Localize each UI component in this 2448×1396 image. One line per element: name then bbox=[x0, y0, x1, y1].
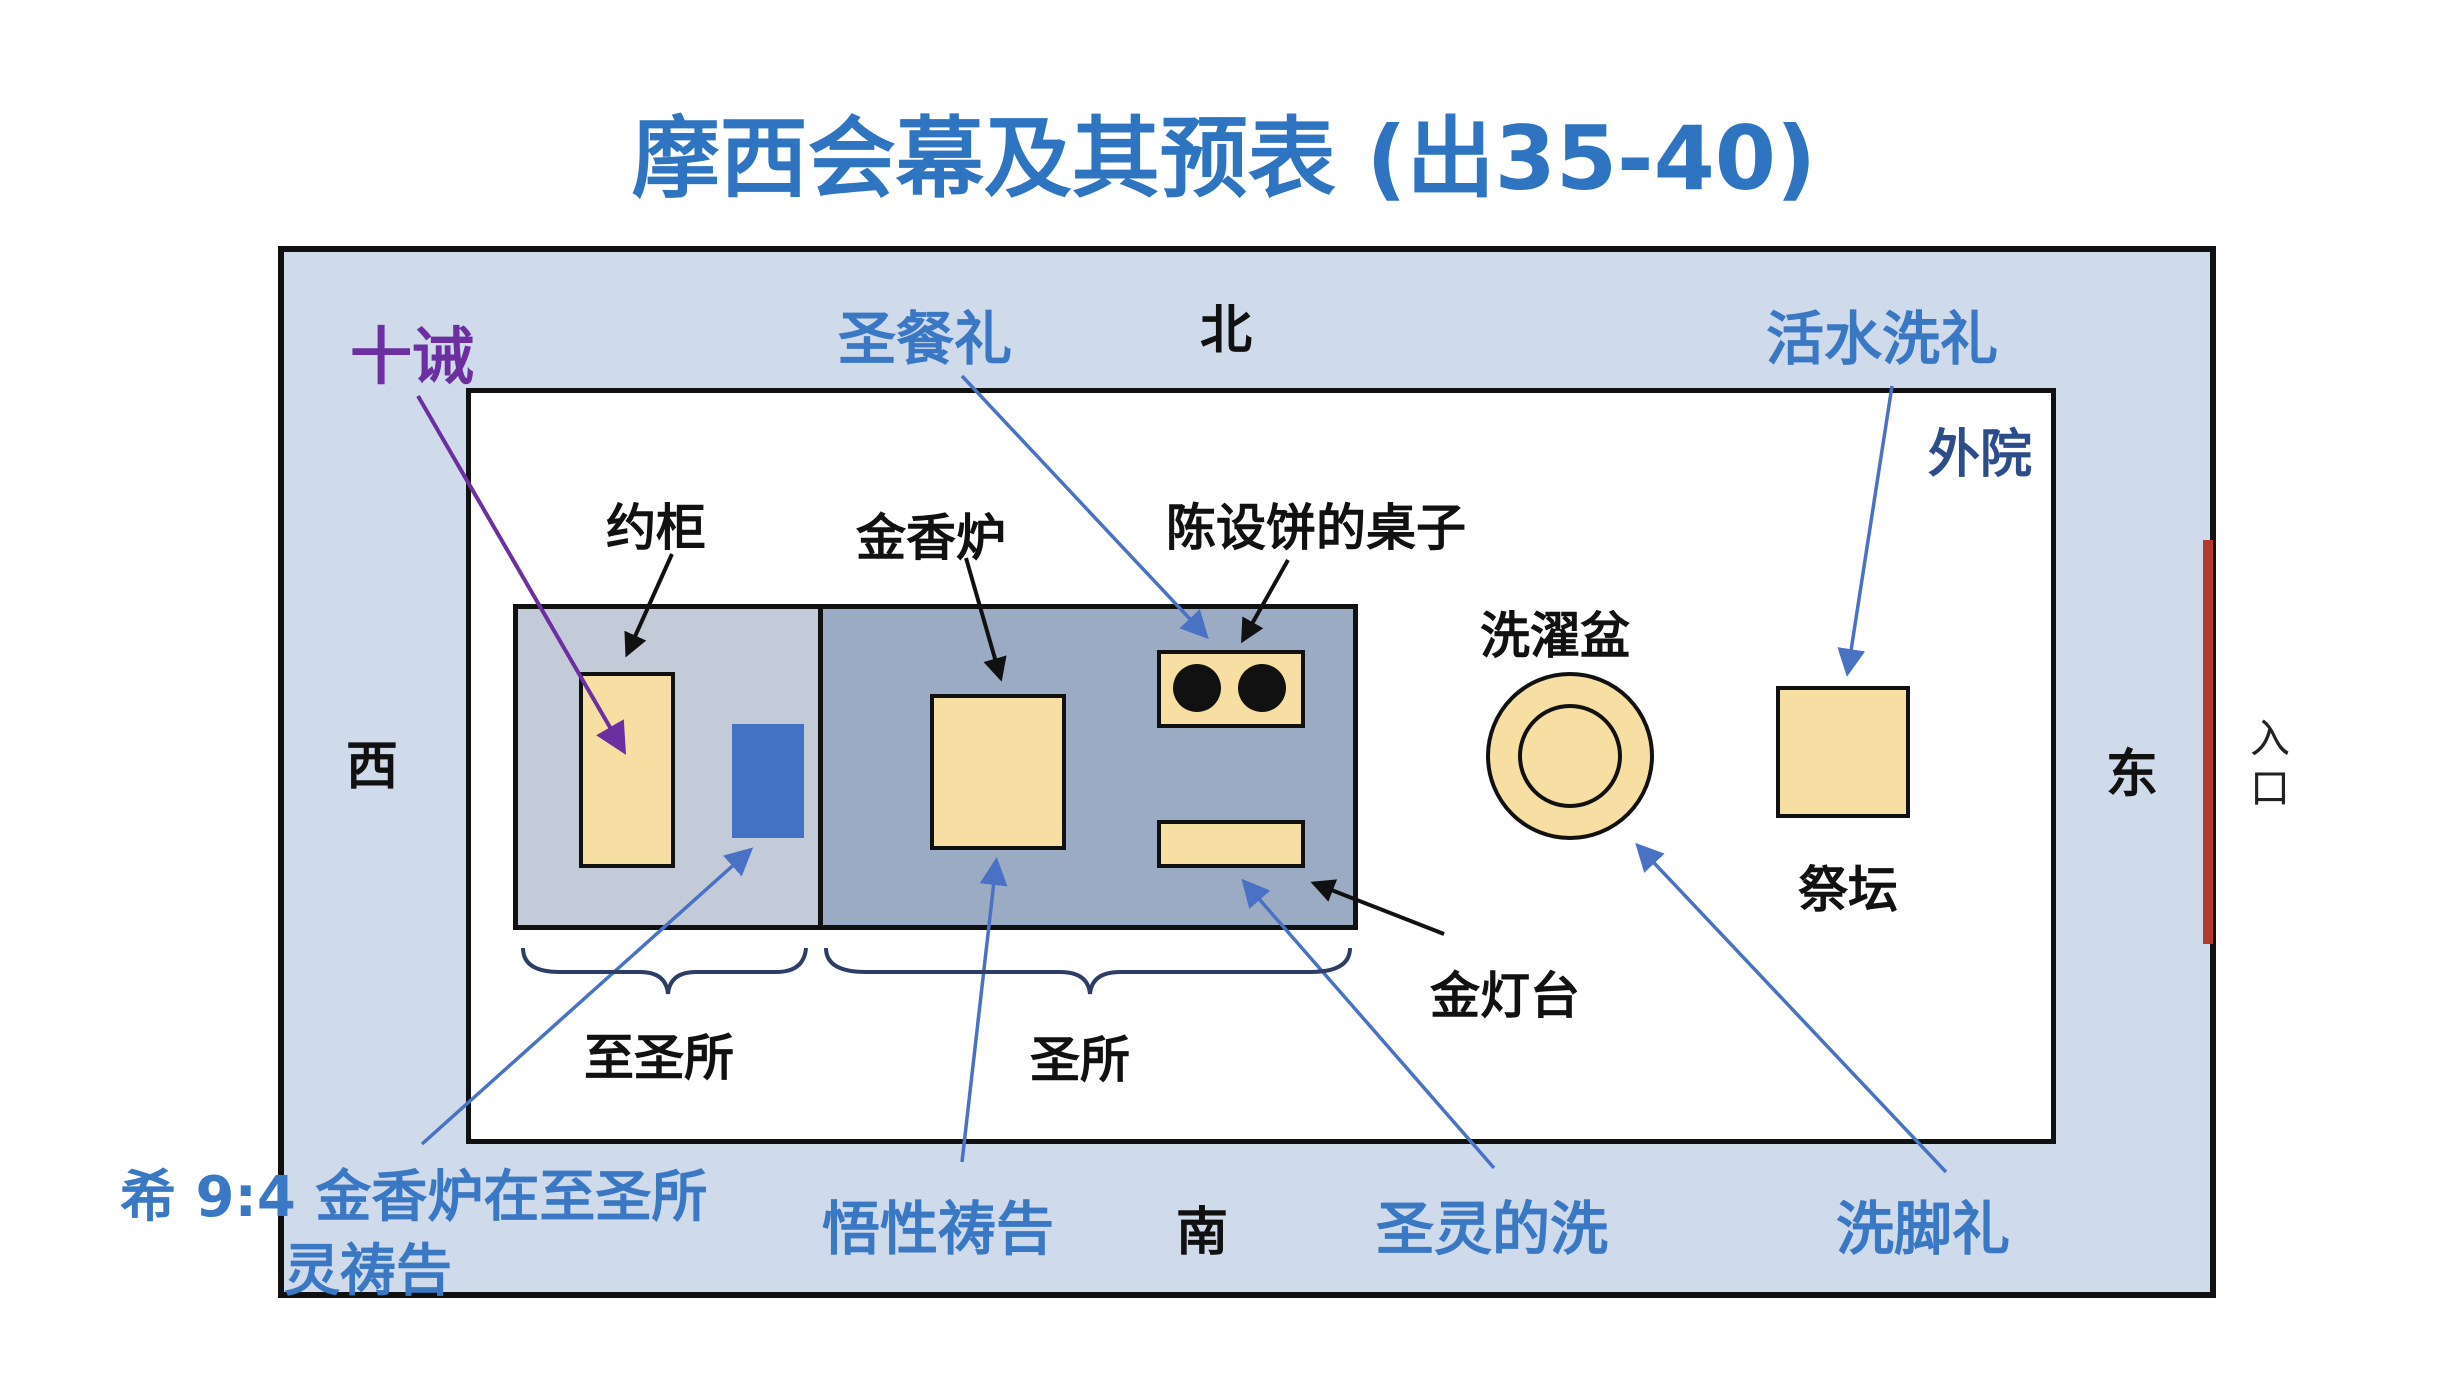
arrow-lords-supper bbox=[960, 374, 1209, 640]
living-water-baptism-label: 活水洗礼 bbox=[1766, 305, 1999, 373]
east-label: 东 bbox=[2106, 745, 2159, 805]
altar-label: 祭坛 bbox=[1798, 861, 1898, 919]
laver-inner bbox=[1518, 704, 1622, 808]
ark-label: 约柜 bbox=[606, 499, 706, 557]
arrow-ten-commandments bbox=[416, 394, 627, 755]
entrance-label: 入口 bbox=[2250, 716, 2290, 812]
arrow-lampstand bbox=[1310, 879, 1445, 936]
bread-circle-1 bbox=[1173, 664, 1221, 712]
understanding-prayer-label: 悟性祷告 bbox=[822, 1195, 1055, 1263]
arrow-ark bbox=[624, 553, 674, 658]
arrow-foot-washing bbox=[1635, 842, 1948, 1174]
altar-box bbox=[1776, 686, 1910, 818]
page-title: 摩西会幕及其预表 (出35-40) bbox=[631, 107, 1817, 210]
arrow-spirit-washing bbox=[1241, 878, 1496, 1170]
laver-label: 洗濯盆 bbox=[1480, 607, 1630, 665]
lampstand-label: 金灯台 bbox=[1430, 967, 1580, 1025]
holy-place-label: 圣所 bbox=[1030, 1031, 1130, 1089]
lords-supper-label: 圣餐礼 bbox=[838, 305, 1013, 373]
hebrews-label-line2: 灵祷告 bbox=[284, 1239, 452, 1304]
arrow-understanding-prayer bbox=[960, 857, 1008, 1163]
incense-altar-label: 金香炉 bbox=[856, 509, 1006, 567]
outer-court-label: 外院 bbox=[1928, 425, 2033, 485]
lampstand-box bbox=[1157, 820, 1305, 868]
spirit-washing-label: 圣灵的洗 bbox=[1376, 1195, 1609, 1263]
brace-holy-of-holies bbox=[521, 947, 808, 995]
north-label: 北 bbox=[1200, 301, 1253, 361]
incense-altar-box bbox=[930, 694, 1066, 850]
blue-block bbox=[732, 724, 804, 838]
south-label: 南 bbox=[1176, 1203, 1229, 1263]
arrow-hebrews bbox=[420, 847, 754, 1146]
showbread-table-label: 陈设饼的桌子 bbox=[1166, 499, 1466, 557]
hebrews-label-line1: 希 9:4 金香炉在至圣所 bbox=[120, 1165, 708, 1230]
brace-holy-place bbox=[824, 947, 1352, 995]
ten-commandments-label: 十诫 bbox=[350, 320, 475, 393]
arrow-showbread-table bbox=[1241, 559, 1290, 644]
arrow-incense-altar bbox=[964, 557, 1007, 682]
arrow-living-water bbox=[1837, 385, 1894, 677]
west-label: 西 bbox=[346, 737, 399, 797]
holy-of-holies-label: 至圣所 bbox=[584, 1029, 734, 1087]
entrance-bar bbox=[2203, 540, 2213, 944]
bread-circle-2 bbox=[1238, 664, 1286, 712]
foot-washing-label: 洗脚礼 bbox=[1836, 1195, 2011, 1263]
